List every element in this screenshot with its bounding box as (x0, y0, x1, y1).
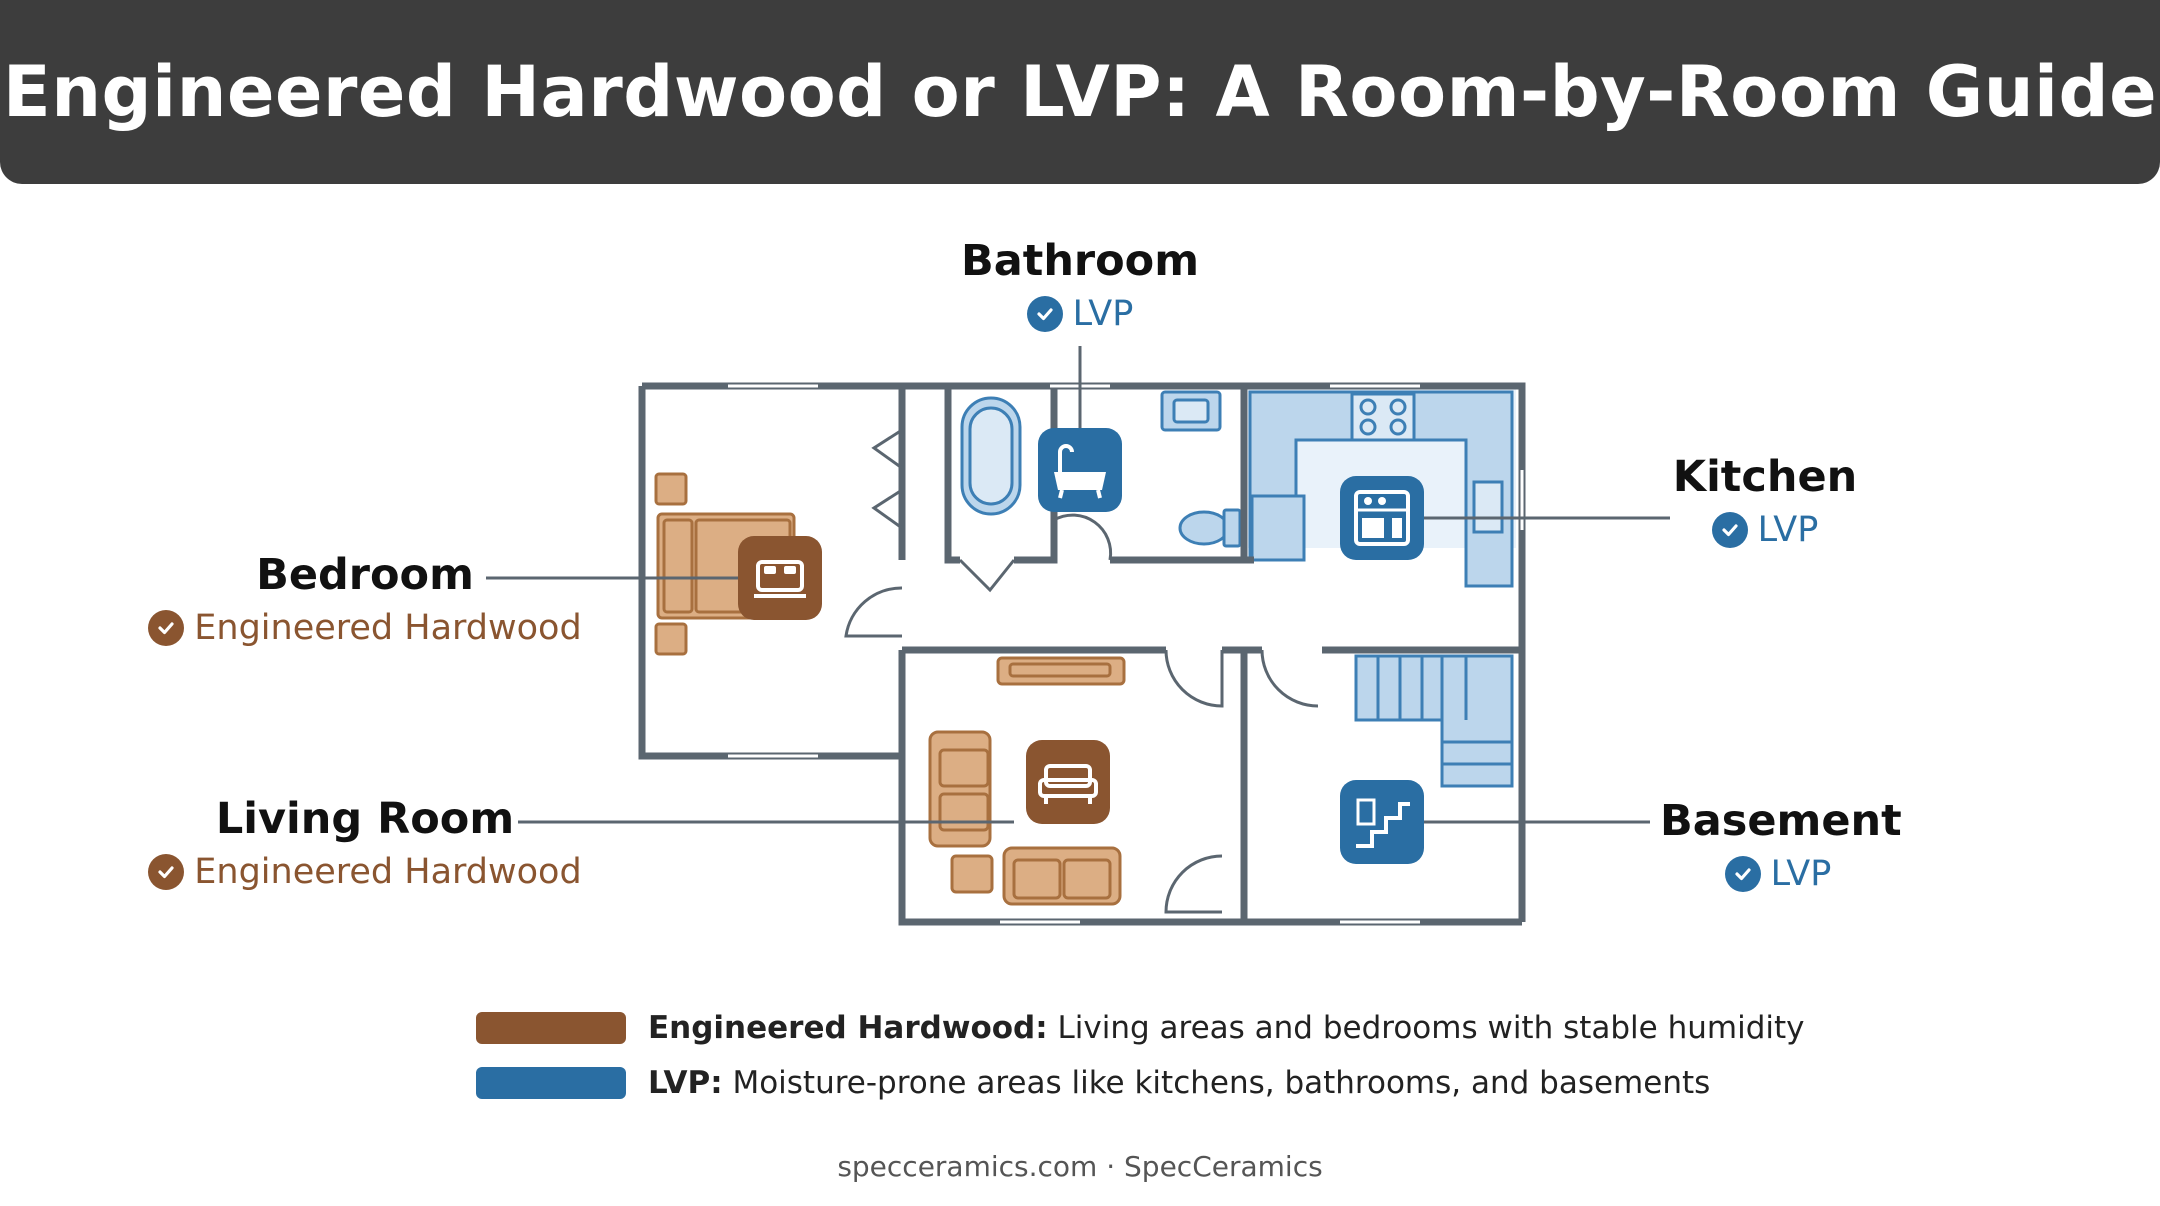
material-text: LVP (1770, 854, 1832, 894)
bed-icon (738, 536, 822, 620)
legend-description: Moisture-prone areas like kitchens, bath… (732, 1064, 1711, 1101)
material-text: Engineered Hardwood (194, 608, 582, 648)
door-swings (844, 428, 1319, 914)
lvp-swatch (476, 1066, 626, 1099)
walls (638, 382, 1526, 926)
legend-item-hardwood: Engineered Hardwood: Living areas and be… (476, 1000, 1805, 1055)
legend-term: LVP: (648, 1064, 723, 1101)
living-room-label: Living Room Engineered Hardwood (140, 794, 590, 892)
bedroom-label: Bedroom Engineered Hardwood (140, 550, 590, 648)
material-text: LVP (1072, 294, 1134, 334)
basement-label: Basement LVP (1660, 796, 1902, 894)
bathroom-fixtures (960, 390, 1242, 548)
kitchen-sink (1472, 480, 1504, 534)
room-name-bathroom: Bathroom (960, 236, 1200, 286)
stove-icon-drawing (1350, 392, 1416, 442)
bathtub-icon (1038, 428, 1122, 512)
legend-text-hardwood: Engineered Hardwood: Living areas and be… (648, 1010, 1805, 1046)
page-title: Engineered Hardwood or LVP: A Room-by-Ro… (2, 51, 2158, 133)
room-name-bedroom: Bedroom (256, 550, 474, 600)
room-name-kitchen: Kitchen (1672, 452, 1858, 502)
kitchen-label: Kitchen LVP (1660, 452, 1870, 550)
hardwood-swatch (476, 1011, 626, 1044)
living-room-furniture (928, 656, 1126, 906)
check-icon (1026, 296, 1063, 332)
stairs-icon (1340, 780, 1424, 864)
legend-term: Engineered Hardwood: (648, 1009, 1048, 1046)
check-icon (148, 610, 185, 646)
check-icon (148, 854, 185, 890)
footer-credit: specceramics.com · SpecCeramics (837, 1150, 1323, 1183)
legend-text-lvp: LVP: Moisture-prone areas like kitchens,… (648, 1065, 1710, 1101)
check-icon (1711, 512, 1748, 548)
header-bar: Engineered Hardwood or LVP: A Room-by-Ro… (0, 0, 2160, 184)
material-basement: LVP (1660, 854, 1896, 894)
material-text: LVP (1757, 510, 1819, 550)
stove-icon (1340, 476, 1424, 560)
check-icon (1724, 856, 1761, 892)
material-living-room: Engineered Hardwood (140, 852, 590, 892)
room-name-living-room: Living Room (215, 794, 515, 844)
room-name-basement: Basement (1660, 796, 1902, 846)
legend-item-lvp: LVP: Moisture-prone areas like kitchens,… (476, 1055, 1805, 1110)
sofa-icon (1026, 740, 1110, 824)
material-bedroom: Engineered Hardwood (140, 608, 590, 648)
bathroom-label: Bathroom LVP (930, 236, 1230, 334)
material-bathroom: LVP (930, 294, 1230, 334)
material-text: Engineered Hardwood (194, 852, 582, 892)
legend: Engineered Hardwood: Living areas and be… (476, 1000, 1805, 1110)
legend-description: Living areas and bedrooms with stable hu… (1057, 1009, 1805, 1046)
material-kitchen: LVP (1660, 510, 1870, 550)
leader-lines (486, 346, 1670, 824)
basement-stairs (1354, 654, 1514, 788)
